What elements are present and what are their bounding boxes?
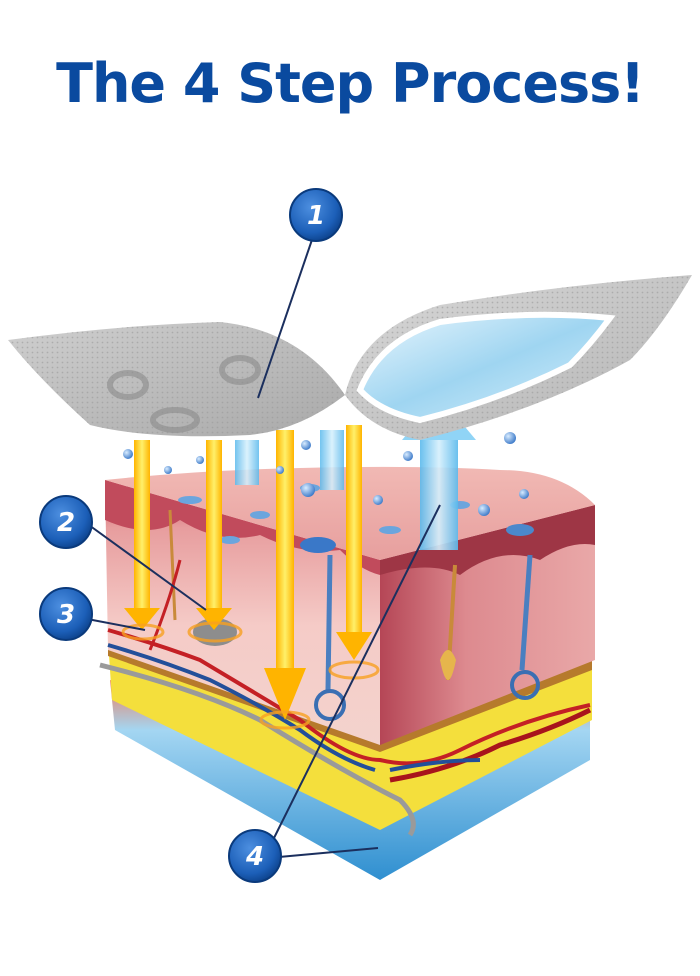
leader-lines	[81, 227, 441, 859]
blue-arrow	[235, 440, 259, 485]
badge-1: 1	[289, 188, 343, 242]
yellow-arrow	[336, 425, 372, 660]
yellow-arrows	[121, 425, 380, 730]
yellow-arrow	[196, 440, 232, 630]
yellow-arrow	[264, 430, 306, 720]
badge-label: 1	[307, 201, 325, 231]
page-title: The 4 Step Process!	[56, 52, 645, 115]
numbered-circle-icon	[228, 829, 282, 883]
badge-2: 2	[39, 495, 93, 549]
badge-3: 3	[39, 587, 93, 641]
numbered-circle-icon	[39, 495, 93, 549]
badge-label: 2	[57, 508, 75, 538]
patch	[8, 275, 692, 440]
bubbles	[123, 432, 529, 516]
badge-4: 4	[228, 829, 282, 883]
numbered-circle-icon	[39, 587, 93, 641]
blue-arrow	[320, 430, 344, 490]
badge-label: 3	[57, 600, 75, 630]
numbered-circle-icon	[289, 188, 343, 242]
badge-label: 4	[245, 842, 264, 872]
